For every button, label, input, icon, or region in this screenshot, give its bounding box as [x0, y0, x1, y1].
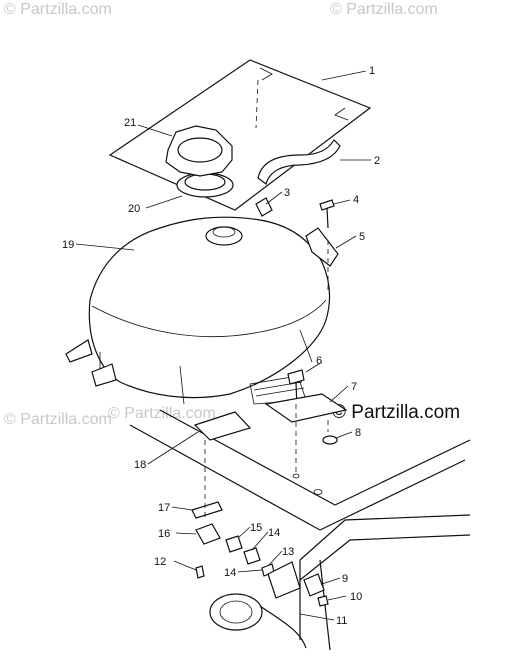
callout-numbers: 1 2 3 4 5 6 7 8 9 10 11 12 13 14 14 15 1…	[62, 65, 380, 627]
callout-14-lower: 14	[224, 567, 236, 579]
callout-16: 16	[158, 528, 170, 540]
heat-shield-plate	[108, 59, 372, 211]
callout-19: 19	[62, 239, 74, 251]
brand-watermark: © Partzilla.com	[332, 402, 460, 423]
callout-20: 20	[128, 203, 140, 215]
watermark-mid-center: © Partzilla.com	[108, 405, 216, 422]
callout-8: 8	[355, 427, 361, 439]
callout-9: 9	[342, 573, 348, 585]
watermark-top-left: © Partzilla.com	[4, 1, 112, 18]
callout-15: 15	[250, 522, 262, 534]
vent-hose	[257, 139, 341, 186]
callout-10: 10	[350, 591, 362, 603]
callout-3: 3	[284, 187, 290, 199]
leader-lines	[75, 70, 371, 621]
tank-pad	[193, 411, 252, 441]
mount-bolt-bracket	[305, 199, 339, 267]
callout-5: 5	[359, 231, 365, 243]
callout-21: 21	[124, 117, 136, 129]
callout-18: 18	[134, 459, 146, 471]
callout-7: 7	[351, 381, 357, 393]
callout-13: 13	[282, 546, 294, 558]
vent-fitting	[255, 197, 273, 217]
callout-12: 12	[154, 556, 166, 568]
fuel-cap	[165, 125, 234, 198]
callout-11: 11	[336, 615, 347, 627]
fuel-tank	[65, 216, 331, 405]
watermark-top-right: © Partzilla.com	[330, 1, 438, 18]
callout-6: 6	[316, 355, 322, 367]
callout-2: 2	[374, 155, 380, 167]
watermark-mid-left: © Partzilla.com	[4, 411, 112, 428]
fuel-valve-hardware	[191, 501, 329, 649]
callout-17: 17	[158, 502, 170, 514]
callout-14-upper: 14	[268, 527, 280, 539]
callout-4: 4	[353, 194, 359, 206]
callout-1: 1	[369, 65, 375, 77]
rear-mount-hardware	[264, 369, 348, 445]
